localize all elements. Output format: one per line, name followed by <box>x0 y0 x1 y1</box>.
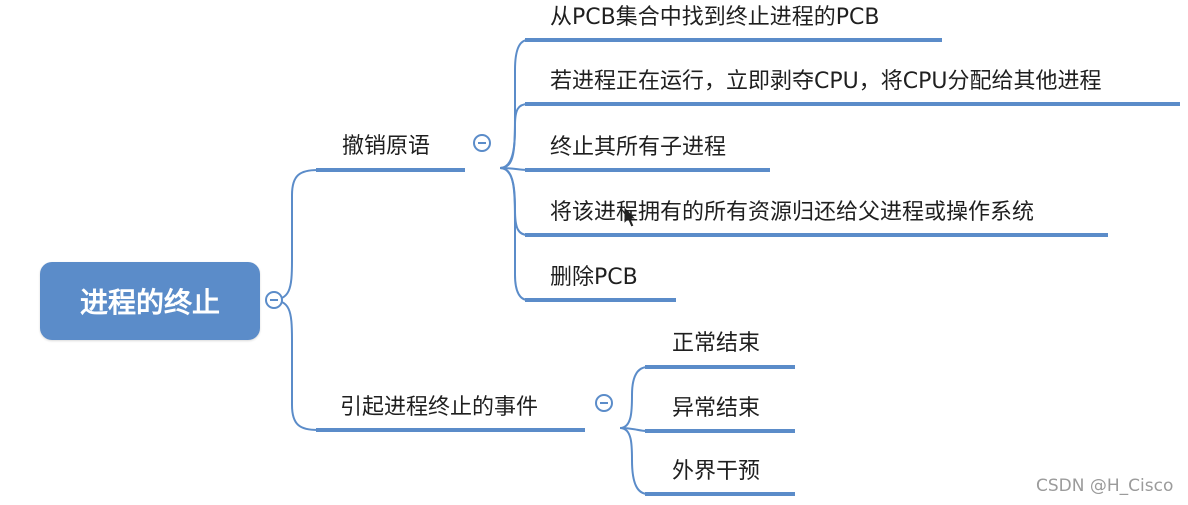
connector-root-branch1 <box>269 169 319 301</box>
connector-b2-c3 <box>619 427 649 495</box>
node-external-intervention[interactable]: 外界干预 <box>672 459 761 484</box>
connector-root-branch2 <box>269 299 319 431</box>
collapse-root-icon[interactable] <box>265 291 283 309</box>
connector-b1-c5 <box>499 167 529 301</box>
connector-b2-c1 <box>619 366 649 429</box>
connector-b1-c2 <box>499 103 529 169</box>
node-normal-end[interactable]: 正常结束 <box>672 331 761 356</box>
collapse-branch2-icon[interactable] <box>595 394 613 412</box>
root-node-label: 进程的终止 <box>79 286 220 319</box>
node-preempt-cpu[interactable]: 若进程正在运行，立即剥夺CPU，将CPU分配给其他进程 <box>550 69 1102 94</box>
node-find-pcb[interactable]: 从PCB集合中找到终止进程的PCB <box>550 5 880 30</box>
node-delete-pcb[interactable]: 删除PCB <box>550 265 638 290</box>
node-abnormal-end[interactable]: 异常结束 <box>672 396 761 421</box>
branch-label-termination-events[interactable]: 引起进程终止的事件 <box>340 395 539 420</box>
collapse-branch1-icon[interactable] <box>473 134 491 152</box>
mouse-cursor-icon <box>623 204 638 228</box>
branch-label-revoke-primitive[interactable]: 撤销原语 <box>342 134 431 159</box>
watermark: CSDN @H_Cisco <box>1036 476 1174 496</box>
node-return-resources[interactable]: 将该进程拥有的所有资源归还给父进程或操作系统 <box>550 200 1035 225</box>
root-node[interactable]: 进程的终止 <box>40 262 260 340</box>
node-terminate-children[interactable]: 终止其所有子进程 <box>550 135 727 160</box>
